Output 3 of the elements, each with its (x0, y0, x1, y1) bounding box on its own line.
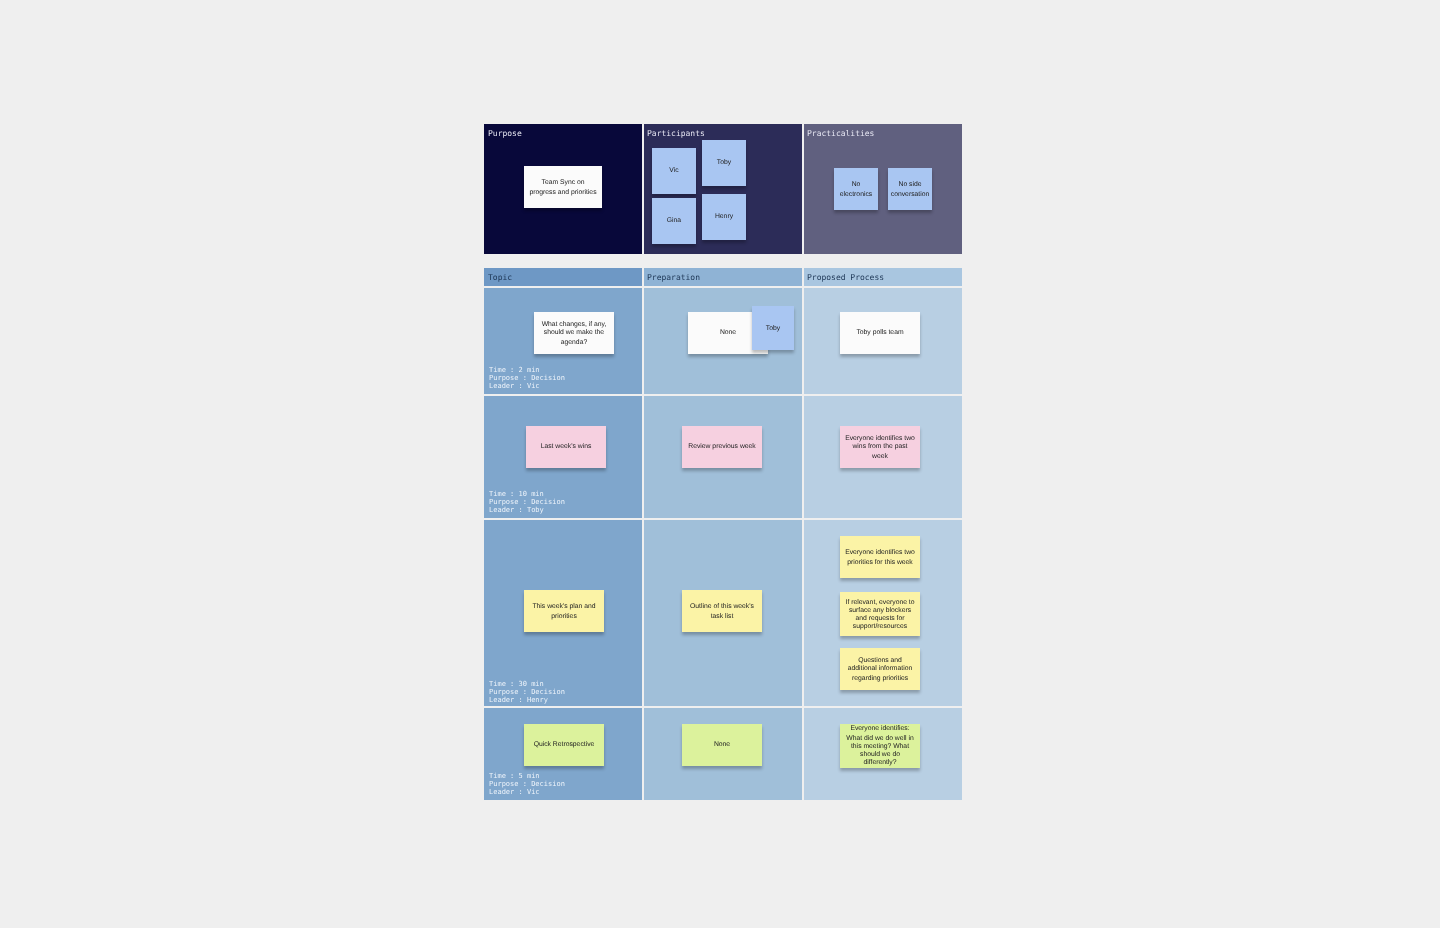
section-panel (484, 124, 642, 254)
section-panel (803, 124, 962, 254)
section-panel (643, 124, 802, 254)
